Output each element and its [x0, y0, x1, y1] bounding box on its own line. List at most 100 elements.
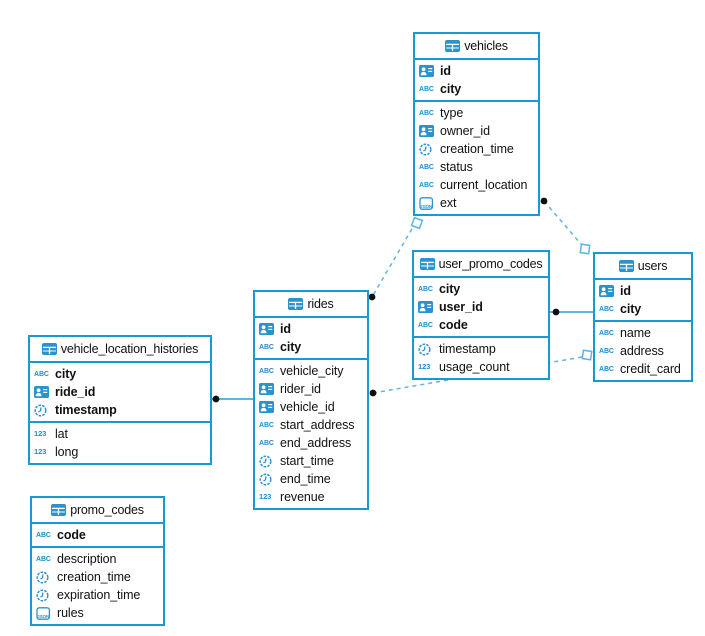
field-label: code [439, 318, 468, 332]
field-label: id [620, 284, 631, 298]
table-header[interactable]: rides [255, 292, 367, 318]
field-row[interactable]: owner_id [415, 122, 538, 140]
id-icon [259, 323, 276, 335]
field-label: revenue [280, 490, 325, 504]
clock-icon [36, 588, 53, 602]
field-label: current_location [440, 178, 528, 192]
field-label: description [57, 552, 117, 566]
field-label: start_time [280, 454, 334, 468]
connection-square-marker [410, 216, 424, 230]
table-title: rides [307, 297, 334, 311]
field-row[interactable]: creation_time [32, 568, 163, 586]
field-row[interactable]: id [255, 320, 367, 338]
table-icon [445, 40, 461, 52]
abc-icon: ABC [419, 163, 434, 171]
connection-dot-marker [540, 197, 548, 205]
id-icon [34, 386, 51, 398]
abc-icon: ABC [259, 343, 274, 351]
field-row[interactable]: id [595, 282, 691, 300]
num-icon: 123 [34, 447, 47, 457]
clock-icon [34, 403, 51, 417]
id-icon [259, 401, 276, 413]
field-label: id [440, 64, 451, 78]
field-row[interactable]: timestamp [30, 401, 210, 419]
field-label: expiration_time [57, 588, 141, 602]
abc-icon: ABC [418, 321, 433, 329]
table-header[interactable]: user_promo_codes [414, 252, 548, 278]
id-icon [418, 301, 435, 313]
field-row[interactable]: timestamp [414, 340, 548, 358]
field-label: ext [440, 196, 457, 210]
abc-icon: ABC [419, 181, 434, 189]
field-row[interactable]: user_id [414, 298, 548, 316]
table-header[interactable]: vehicles [415, 34, 538, 60]
field-row[interactable]: id [415, 62, 538, 80]
table-header[interactable]: users [595, 254, 691, 280]
field-row[interactable]: start_time [255, 452, 367, 470]
field-row[interactable]: ABC current_location [415, 176, 538, 194]
clock-icon [36, 570, 53, 584]
clock-icon [419, 142, 436, 156]
connection-square-marker [581, 349, 593, 361]
field-label: city [440, 82, 462, 96]
table-title: vehicle_location_histories [60, 342, 199, 356]
field-row[interactable]: 123 long [30, 443, 210, 461]
table-header[interactable]: promo_codes [32, 498, 163, 524]
field-label: user_id [439, 300, 483, 314]
field-row[interactable]: ride_id [30, 383, 210, 401]
field-row[interactable]: end_time [255, 470, 367, 488]
field-row[interactable]: vehicle_id [255, 398, 367, 416]
field-row[interactable]: expiration_time [32, 586, 163, 604]
field-row[interactable]: rider_id [255, 380, 367, 398]
id-icon [419, 125, 436, 137]
field-row[interactable]: ABC code [414, 316, 548, 334]
field-label: address [620, 344, 664, 358]
field-row[interactable]: creation_time [415, 140, 538, 158]
field-label: long [55, 445, 79, 459]
table-title: vehicles [464, 39, 508, 53]
clock-icon [259, 454, 276, 468]
field-label: vehicle_id [280, 400, 335, 414]
abc-icon: ABC [259, 421, 274, 429]
clock-icon [259, 472, 276, 486]
table-header[interactable]: vehicle_location_histories [30, 337, 210, 363]
clock-icon [418, 342, 435, 356]
abc-icon: ABC [419, 109, 434, 117]
